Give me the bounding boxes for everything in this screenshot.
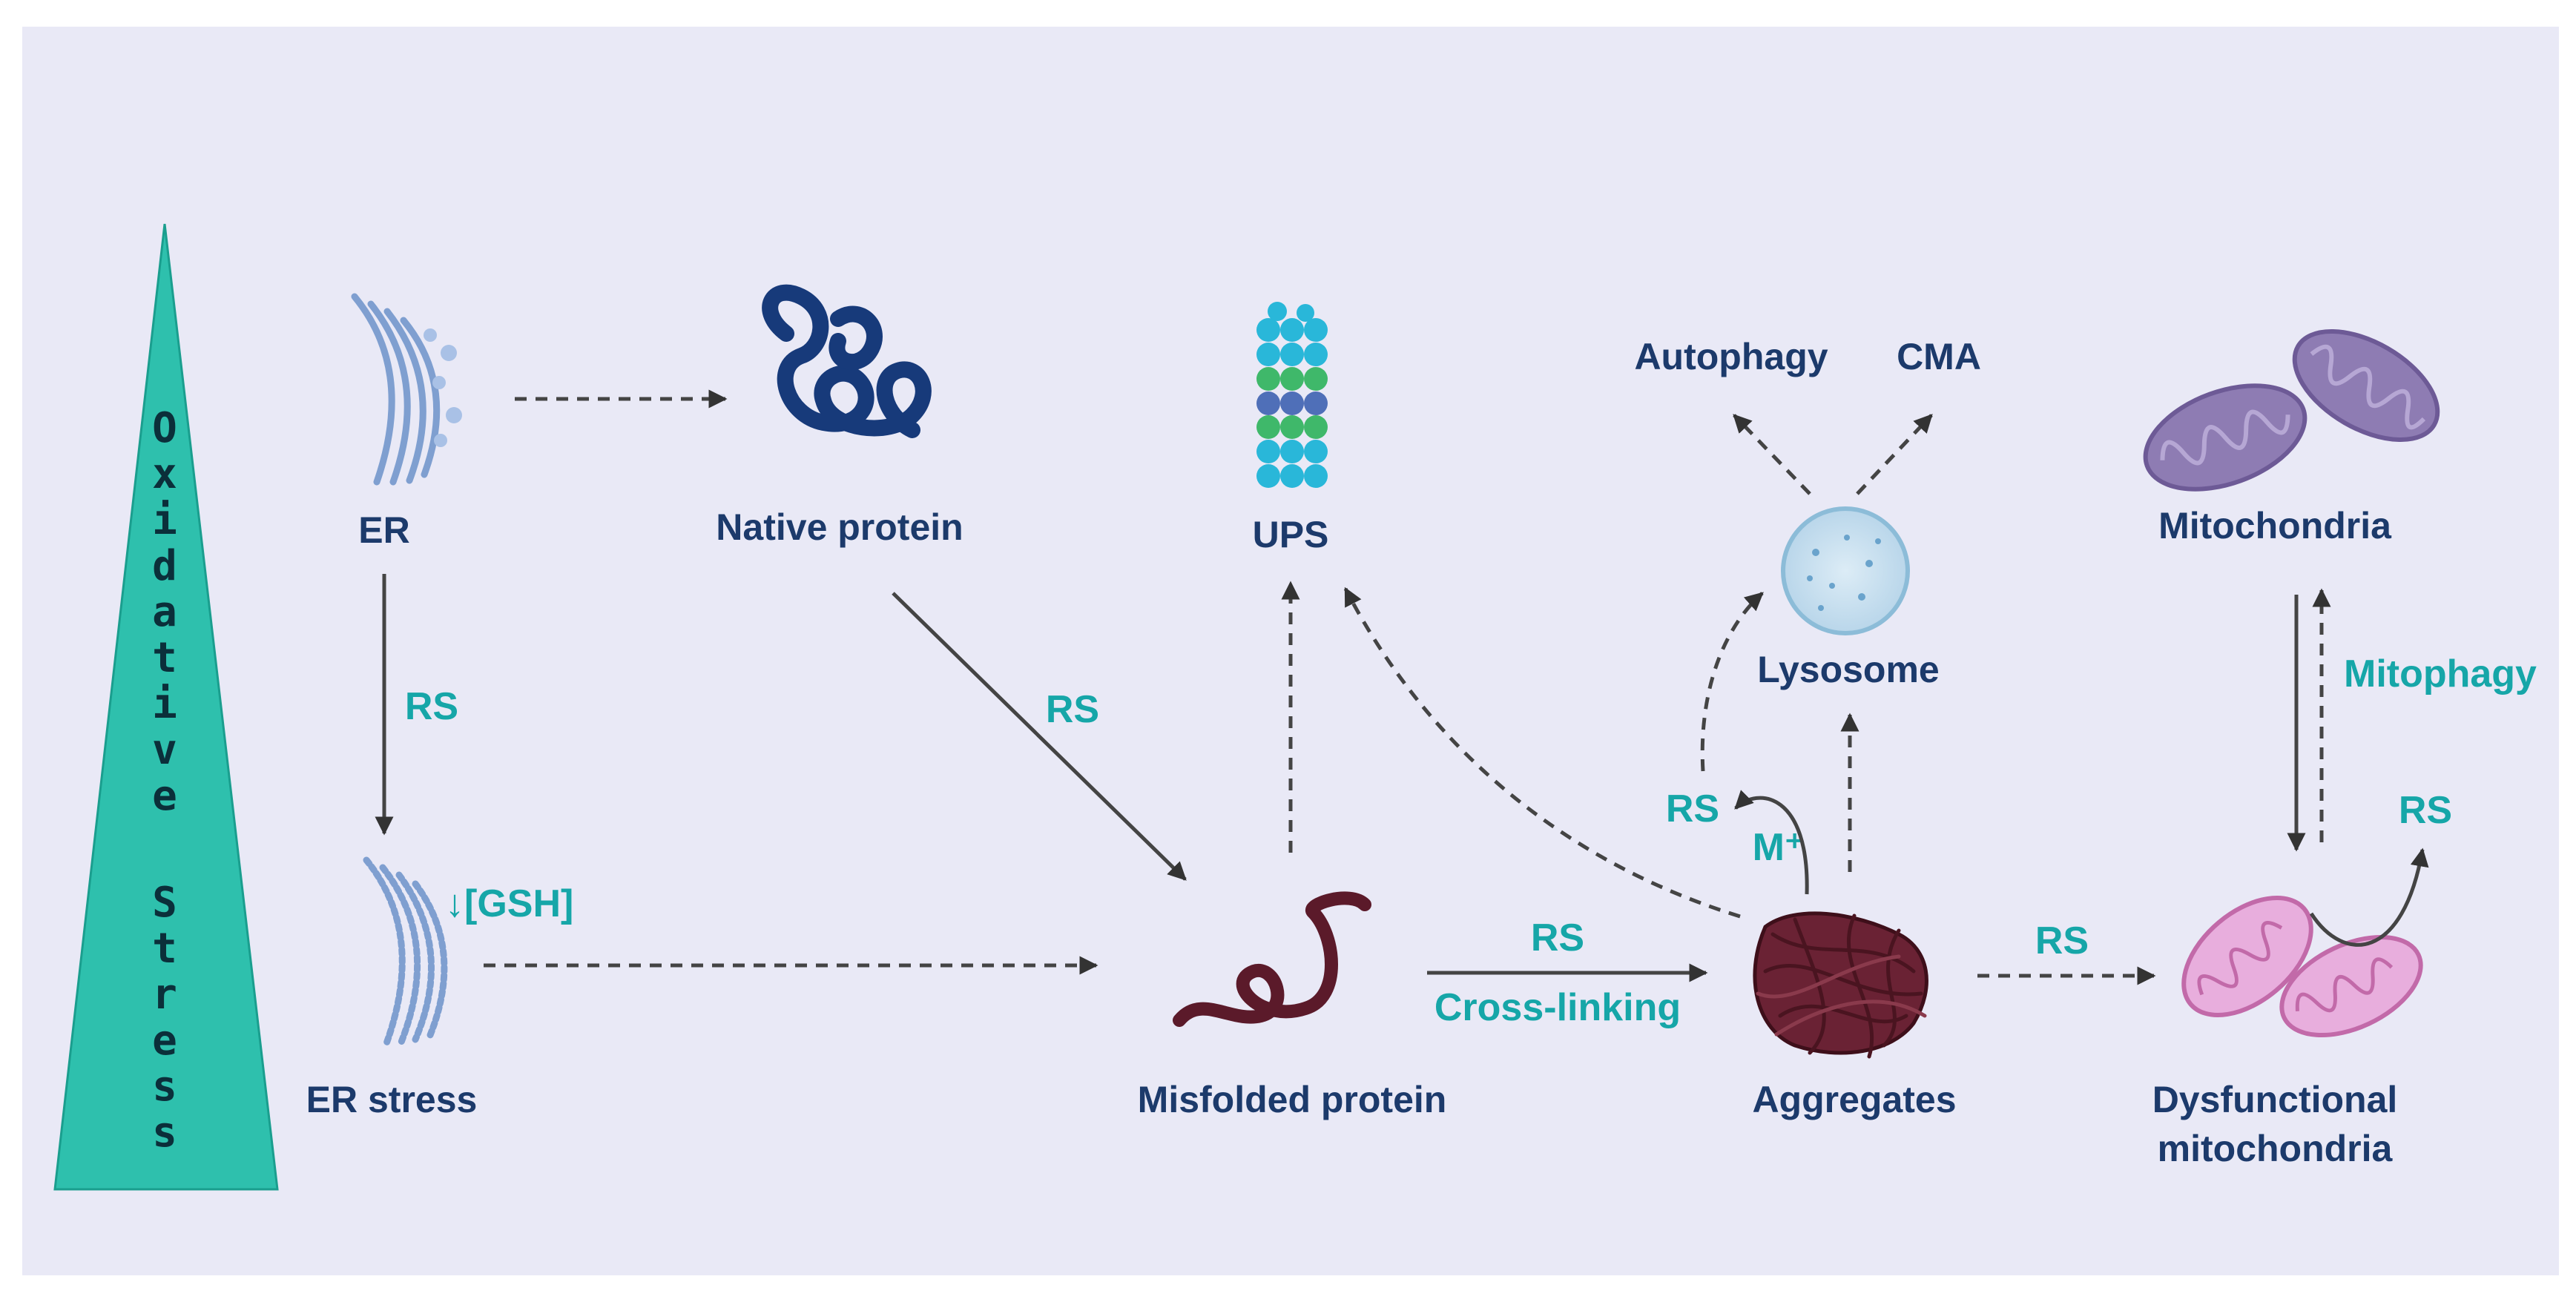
native-protein-label: Native protein [716,506,963,548]
lysosome-label: Lysosome [1757,649,1939,690]
arrow-dysfunctional-rs-out [2309,847,2429,947]
misfolded-protein-label: Misfolded protein [1138,1079,1447,1120]
oxidative-stress-label: O x i d a t i v e S t r e s s [152,404,177,1157]
cross-linking-label: Cross-linking [1434,986,1681,1029]
stress-letter: s [152,1063,177,1111]
mitophagy-label: Mitophagy [2344,652,2537,695]
ups-label: UPS [1253,514,1329,555]
rs-label-er-to-stress: RS [405,685,458,728]
dysfunctional-mitochondria-icon [2181,895,2423,1038]
stress-letter: O [152,404,177,452]
mitochondria-label: Mitochondria [2158,505,2392,546]
arrow-metal-ion-rs [1734,790,1809,895]
arrow-lysosome-to-cma [1856,414,1933,495]
arrow-lysosome-to-autophagy [1733,414,1811,495]
native-protein-icon [762,284,932,438]
lysosome-icon [1781,506,1910,635]
stress-letter: i [152,496,177,544]
ups-proteasome-icon [1256,302,1328,488]
background-panel [22,27,2559,1275]
stress-letter: r [152,971,177,1019]
stress-letter: i [152,680,177,728]
rs-label-aggregates-to-lysosome: RS [1666,787,1719,830]
stress-letter: v [152,726,177,774]
er-stress-label: ER stress [306,1079,478,1120]
stress-letter: t [152,925,177,973]
er-icon [351,293,462,486]
mitochondria-icon [2143,328,2440,492]
stress-letter: s [152,1108,177,1157]
dysfunctional-mitochondria-label-line2: mitochondria [2158,1128,2394,1169]
arrow-aggregates-to-ups [1343,586,1741,919]
er-label: ER [358,509,409,551]
cma-label: CMA [1897,336,1981,377]
er-stress-icon [363,856,448,1049]
stress-letter: x [152,450,177,498]
stress-letter: t [152,634,177,682]
misfolded-protein-icon [1173,891,1371,1027]
rs-label-misfolded-to-aggregates: RS [1531,916,1584,959]
metal-ion-label: M⁺ [1753,826,1805,869]
arrow-native-to-misfolded [892,592,1187,881]
stress-letter: a [152,588,177,636]
oxidative-stress-triangle [53,223,279,1191]
aggregates-icon [1753,911,1928,1059]
autophagy-label: Autophagy [1634,336,1828,377]
arrows [375,389,2429,985]
rs-label-native-to-misfolded: RS [1046,688,1099,731]
rs-label-aggregates-to-dysfunctional: RS [2035,919,2089,962]
stress-letter: S [152,879,177,927]
rs-label-dysfunctional-out: RS [2399,789,2452,832]
arrow-rs-to-lysosome [1700,592,1764,772]
aggregates-label: Aggregates [1752,1079,1956,1120]
dysfunctional-mitochondria-label-line1: Dysfunctional [2152,1079,2398,1120]
stress-letter: d [152,542,177,590]
stress-letter: e [152,1017,177,1065]
gsh-label: ↓[GSH] [445,882,573,925]
stress-letter: e [152,772,177,820]
